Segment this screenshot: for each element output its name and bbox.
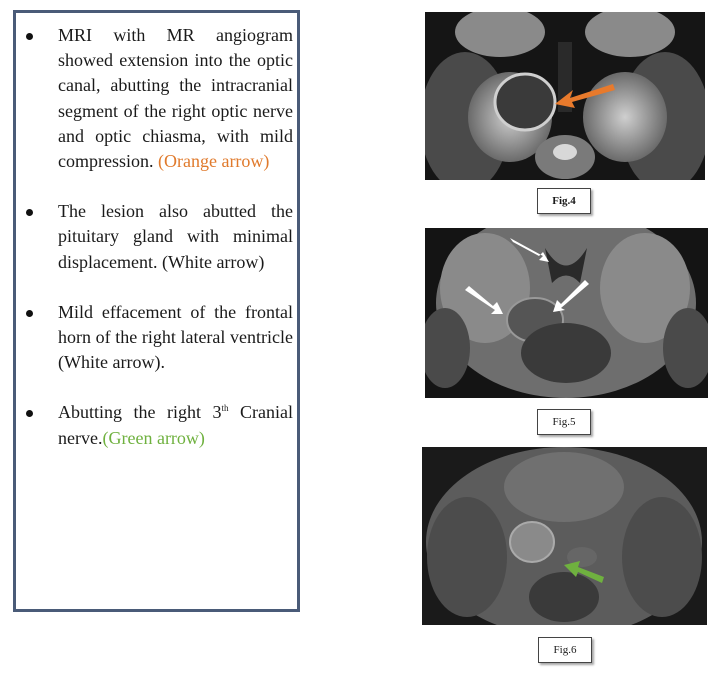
finding-item-2: The lesion also abutted the pituitary gl…: [26, 199, 293, 275]
finding-item-1: MRI with MR angiogram showed extension i…: [26, 23, 293, 174]
figure-caption: Fig.6: [538, 637, 592, 663]
figure-caption: Fig.4: [537, 188, 591, 214]
finding-text: MRI with MR angiogram showed extension i…: [58, 25, 293, 172]
findings-text-box: MRI with MR angiogram showed extension i…: [13, 10, 300, 612]
mri-figure-5: [425, 228, 708, 398]
finding-item-4: Abutting the right 3th Cranial nerve.(Gr…: [26, 400, 293, 450]
finding-text: Mild effacement of the frontal horn of t…: [58, 301, 293, 373]
finding-text: Abutting the right 3: [58, 402, 222, 423]
mri-axial-t2-image: [425, 12, 705, 180]
figure-caption: Fig.5: [537, 409, 591, 435]
findings-list: MRI with MR angiogram showed extension i…: [26, 23, 293, 476]
finding-text: The lesion also abutted the pituitary gl…: [58, 201, 293, 272]
orange-arrow-note: (Orange arrow): [157, 151, 270, 172]
mri-axial-flair-image: [422, 447, 707, 625]
green-arrow-note: (Green arrow): [102, 427, 205, 448]
finding-text: Cranial nerve.: [58, 402, 293, 448]
finding-item-3: Mild effacement of the frontal horn of t…: [26, 300, 293, 376]
ordinal-superscript: th: [221, 403, 229, 414]
mri-coronal-image: [425, 228, 708, 398]
mri-figure-6: [422, 447, 707, 625]
mri-figure-4: [425, 12, 705, 180]
